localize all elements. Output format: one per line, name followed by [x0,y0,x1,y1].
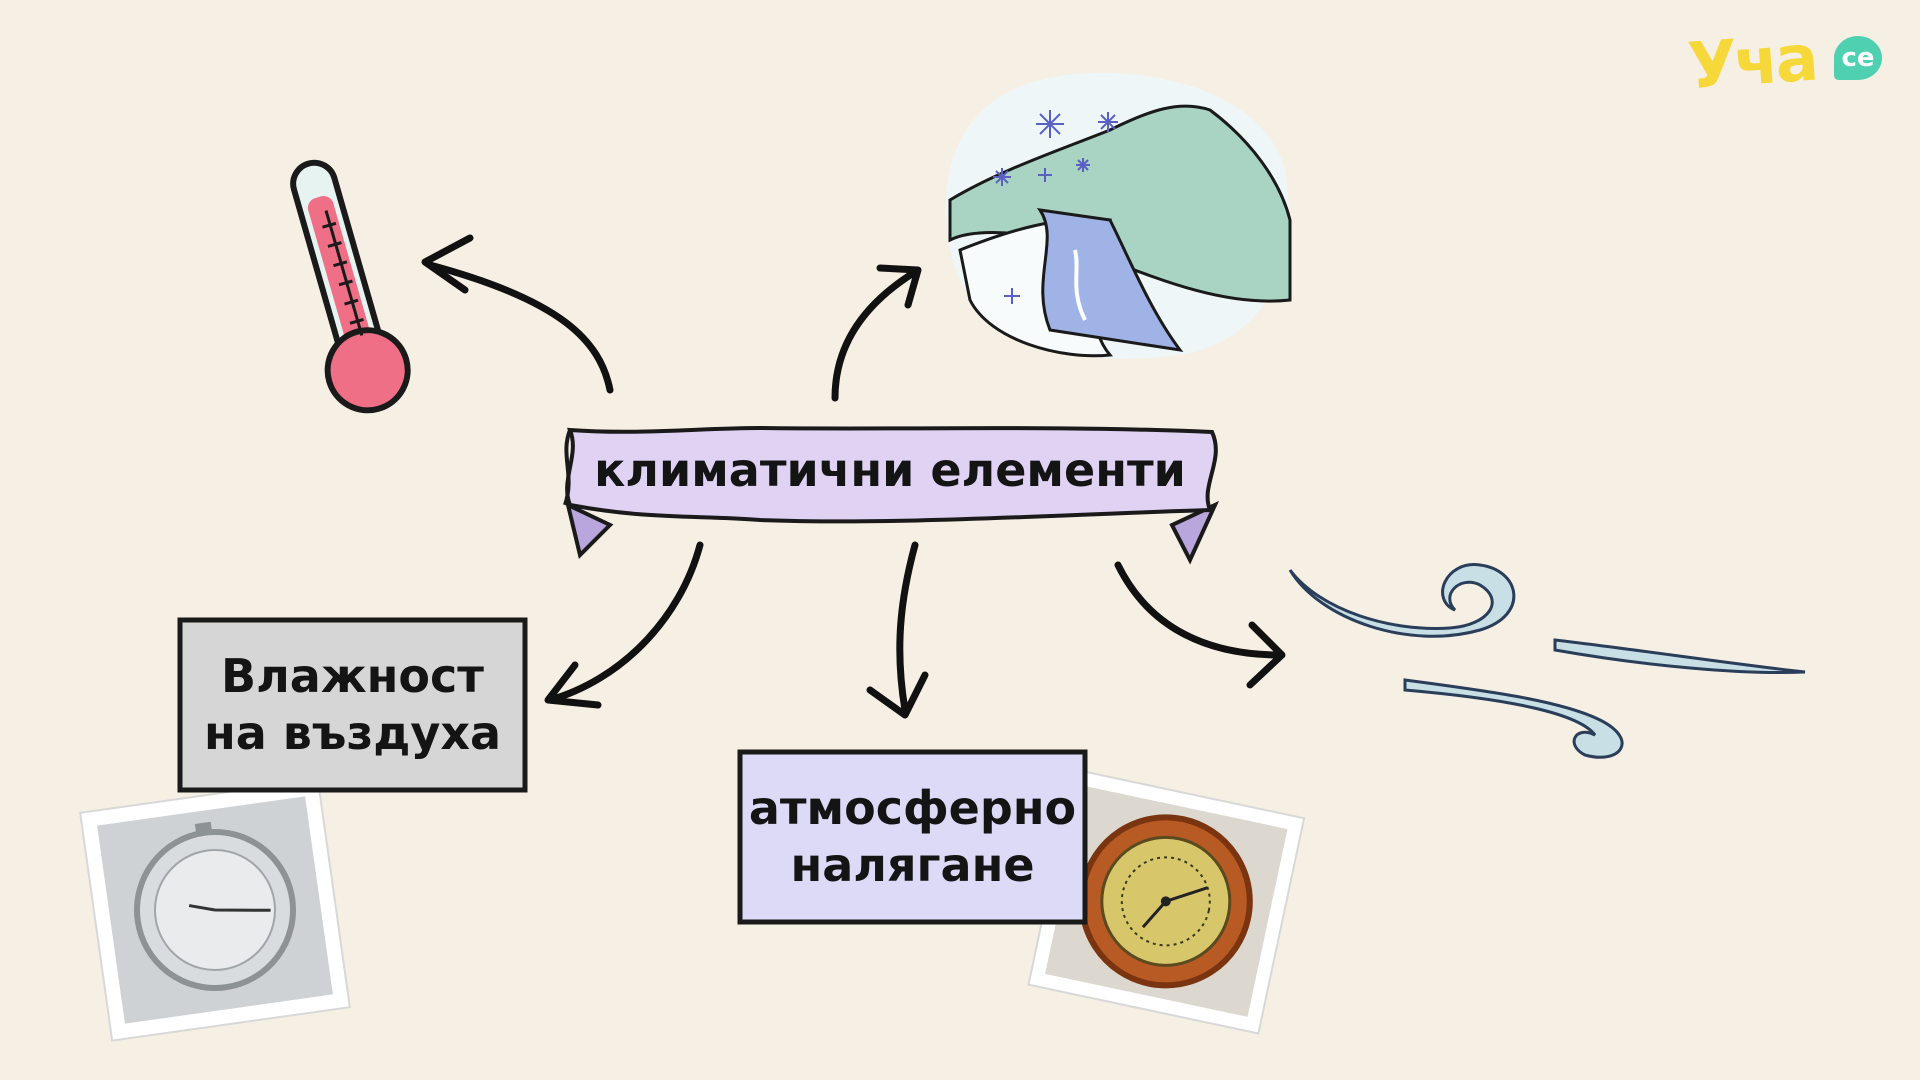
barometer-photo [1027,768,1306,1035]
central-banner-shape [563,425,1220,565]
snow-mountain-icon [945,72,1292,359]
arrow-to-humidity [546,541,704,704]
arrow-to-pressure [896,541,919,714]
humidity-label-line2: на въздуха [203,706,502,760]
hygrometer-photo [79,778,351,1042]
logo-badge: се [1834,36,1882,80]
arrow-to-wind [1114,561,1284,659]
pressure-label-line2: налягане [790,838,1035,892]
arrow-to-precipitation [831,268,919,402]
ucha-se-logo[interactable]: Уча се [1686,22,1888,106]
pressure-box-shape [737,749,1088,925]
arrow-to-temperature [426,261,614,394]
pressure-label: атмосферно налягане [740,752,1085,922]
logo-word: Уча [1685,21,1818,105]
humidity-label-line1: Влажност [221,648,484,703]
humidity-label: Влажност на въздуха [180,620,525,790]
pressure-label-line1: атмосферно [748,780,1077,835]
diagram-arrows [421,234,1286,719]
thermometer-icon [290,159,411,414]
central-banner-label: климатични елементи [590,438,1190,504]
wind-icon [1288,563,1806,759]
humidity-box-shape [177,617,528,793]
central-label-text: климатични елементи [594,443,1186,498]
